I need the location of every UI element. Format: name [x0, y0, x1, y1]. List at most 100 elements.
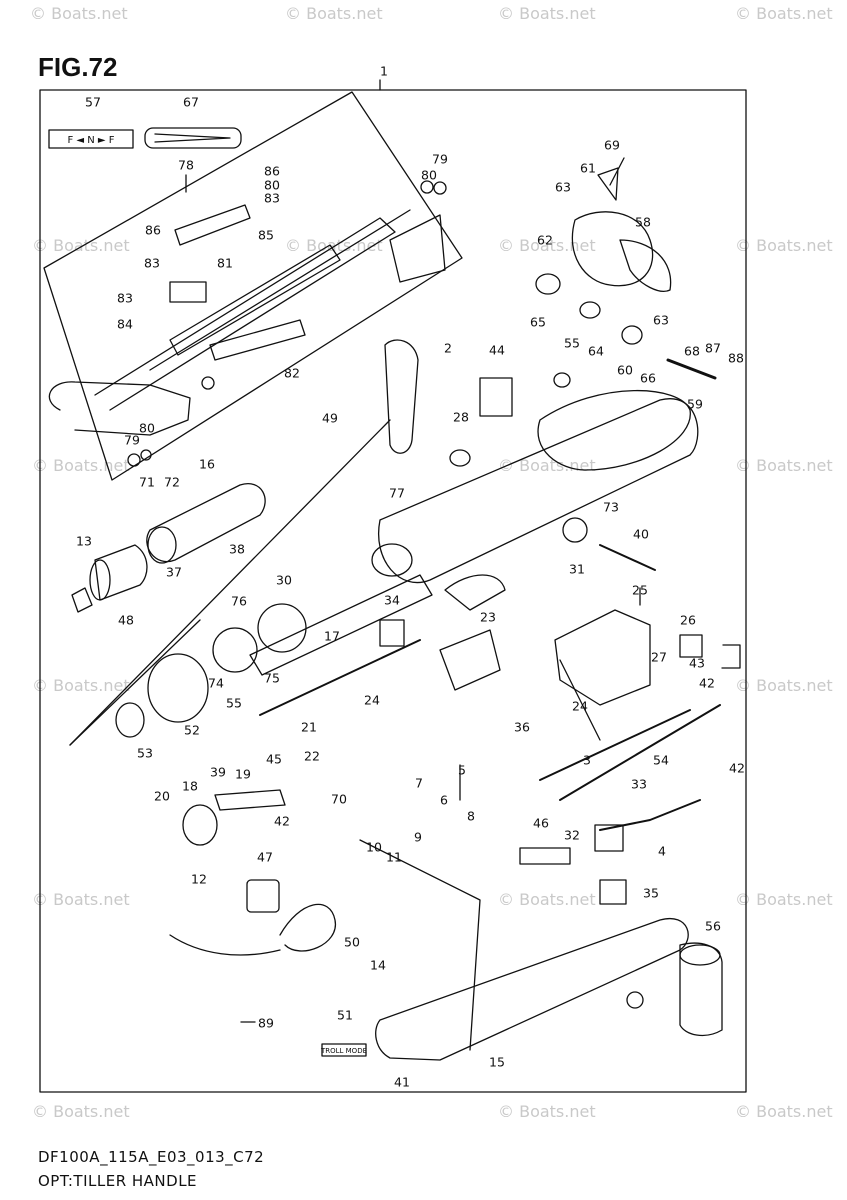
callout-77: 77 [389, 485, 405, 501]
callout-60: 60 [617, 362, 633, 378]
clamp-34 [379, 619, 405, 647]
diagram-name: OPT:TILLER HANDLE [38, 1172, 198, 1190]
rod-82 [209, 319, 306, 361]
cap-53 [115, 702, 145, 738]
callout-51: 51 [337, 1007, 353, 1023]
callout-32: 32 [564, 827, 580, 843]
grip-16-end [147, 526, 177, 564]
watermark: © Boats.net [735, 456, 833, 475]
callout-7: 7 [415, 775, 423, 791]
washer-80b [433, 181, 447, 195]
lever-58 [619, 239, 672, 292]
callout-54: 54 [653, 752, 669, 768]
callout-24b: 24 [572, 698, 588, 714]
callout-33: 33 [631, 776, 647, 792]
callout-11: 11 [386, 849, 402, 865]
callout-57: 57 [85, 94, 101, 110]
callout-44: 44 [489, 342, 505, 358]
callout-8: 8 [467, 808, 475, 824]
callout-4: 4 [658, 843, 666, 859]
callout-1: 1 [380, 63, 388, 79]
callout-25: 25 [632, 582, 648, 598]
callout-79b: 79 [124, 432, 140, 448]
callout-35: 35 [643, 885, 659, 901]
callout-80b: 80 [264, 177, 280, 193]
callout-59: 59 [687, 396, 703, 412]
callout-28: 28 [453, 409, 469, 425]
watermark: © Boats.net [32, 676, 130, 695]
washer-63b [621, 325, 643, 345]
cone-line-bottom [69, 619, 201, 746]
watermark: © Boats.net [498, 4, 596, 23]
bracket-43 [679, 634, 703, 658]
bushing-65 [535, 273, 561, 295]
lanyard-coil-50 [279, 903, 336, 952]
callout-37: 37 [166, 564, 182, 580]
handle-loop [48, 381, 191, 436]
watermark: © Boats.net [735, 236, 833, 255]
callout-62: 62 [537, 232, 553, 248]
callout-74: 74 [208, 675, 224, 691]
tiller-arm-socket [371, 543, 413, 577]
callout-39: 39 [210, 764, 226, 780]
callout-63a: 63 [555, 179, 571, 195]
cable-33 [559, 704, 721, 801]
knob-56 [626, 991, 644, 1009]
watermark: © Boats.net [498, 236, 596, 255]
callout-65: 65 [530, 314, 546, 330]
callout-89: 89 [258, 1015, 274, 1031]
callout-56: 56 [705, 918, 721, 934]
callout-30: 30 [276, 572, 292, 588]
cup-52 [147, 653, 209, 723]
callout-16: 16 [199, 456, 215, 472]
callout-14: 14 [370, 957, 386, 973]
callout-10: 10 [366, 839, 382, 855]
bracket-45 [214, 789, 286, 811]
watermark: © Boats.net [285, 236, 383, 255]
handle-rod [94, 217, 396, 411]
switch-44 [479, 377, 513, 417]
callout-83a: 83 [264, 190, 280, 206]
callout-12: 12 [191, 871, 207, 887]
watermark: © Boats.net [498, 456, 596, 475]
callout-43: 43 [689, 655, 705, 671]
housing-group-line [359, 839, 481, 1051]
callout-41: 41 [394, 1074, 410, 1090]
callout-31: 31 [569, 561, 585, 577]
watermark: © Boats.net [285, 4, 383, 23]
figure-title: FIG.72 [38, 52, 118, 82]
callout-34: 34 [384, 592, 400, 608]
callout-27: 27 [651, 649, 667, 665]
callout-80c: 80 [139, 420, 155, 436]
shift-decal [48, 129, 134, 149]
watermark: © Boats.net [32, 890, 130, 909]
callout-64: 64 [588, 343, 604, 359]
callout-26: 26 [680, 612, 696, 628]
harness-plug [594, 824, 624, 852]
link-rod [559, 659, 601, 741]
nut-79b [420, 180, 434, 194]
bracket-42 [721, 644, 741, 669]
cone-line-top [69, 419, 391, 746]
callout-55b: 55 [564, 335, 580, 351]
callout-55a: 55 [226, 695, 242, 711]
callout-50: 50 [344, 934, 360, 950]
plate-69 [597, 167, 619, 201]
callout-76: 76 [231, 593, 247, 609]
throttle-decal [144, 127, 242, 149]
label-46 [519, 847, 571, 865]
decal-47 [246, 879, 280, 913]
callout-17: 17 [324, 628, 340, 644]
callout-15: 15 [489, 1054, 505, 1070]
callout-70: 70 [331, 791, 347, 807]
knob-13 [71, 587, 93, 613]
callout-85: 85 [258, 227, 274, 243]
callout-13: 13 [76, 533, 92, 549]
callout-66: 66 [640, 370, 656, 386]
callout-63b: 63 [653, 312, 669, 328]
callout-9: 9 [414, 829, 422, 845]
troll-mode-text: TROLL MODE [320, 1047, 367, 1055]
callout-2: 2 [444, 340, 452, 356]
